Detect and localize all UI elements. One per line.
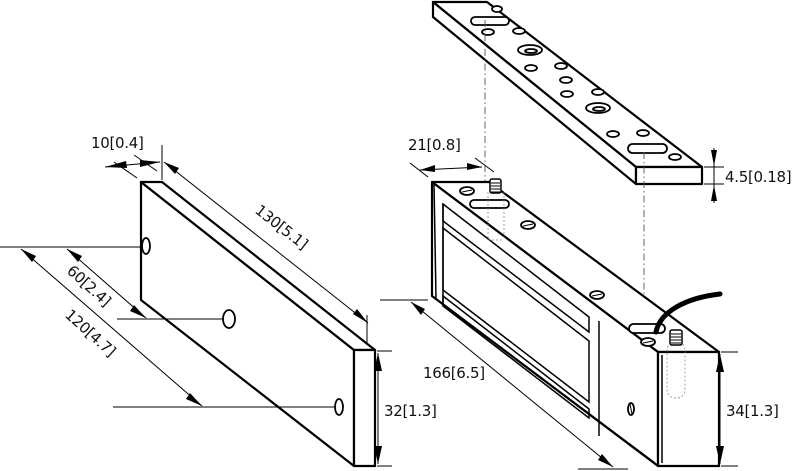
screw-icon [459, 186, 475, 196]
dim-label-bracket-offset: 21[0.8] [408, 136, 461, 154]
dim-label-magnet-length: 166[6.5] [423, 364, 485, 382]
dim-bracket-offset: 21[0.8] [408, 136, 495, 178]
dim-label-armature-length: 130[5.1] [252, 201, 312, 253]
armature-hole-top [141, 237, 151, 255]
dim-armature-thickness: 10[0.4] [91, 134, 163, 180]
dim-label-hole-spacing-120: 120[4.7] [61, 306, 119, 361]
dim-magnet-length: 166[6.5] [380, 299, 628, 470]
armature-plate [139, 180, 377, 468]
dim-label-magnet-height: 34[1.3] [726, 402, 779, 420]
stud-icon [487, 178, 505, 241]
armature-hole-center [222, 309, 236, 329]
dim-label-bracket-thickness: 4.5[0.18] [725, 168, 791, 186]
magnet-body [430, 178, 723, 468]
stud-icon [666, 329, 686, 399]
screw-icon [640, 337, 656, 347]
screw-icon [520, 220, 536, 230]
mounting-bracket [431, 0, 704, 186]
dim-label-armature-height: 32[1.3] [384, 402, 437, 420]
cable [653, 291, 723, 335]
screw-icon [589, 290, 605, 300]
dim-magnet-height: 34[1.3] [716, 351, 779, 467]
dim-armature-height: 32[1.3] [374, 350, 437, 467]
dim-bracket-thickness: 4.5[0.18] [704, 148, 792, 203]
dim-label-hole-spacing-60: 60[2.4] [63, 262, 114, 311]
dim-label-armature-thickness: 10[0.4] [91, 134, 144, 152]
armature-hole-bottom [334, 398, 344, 416]
screw-icon [627, 402, 635, 416]
